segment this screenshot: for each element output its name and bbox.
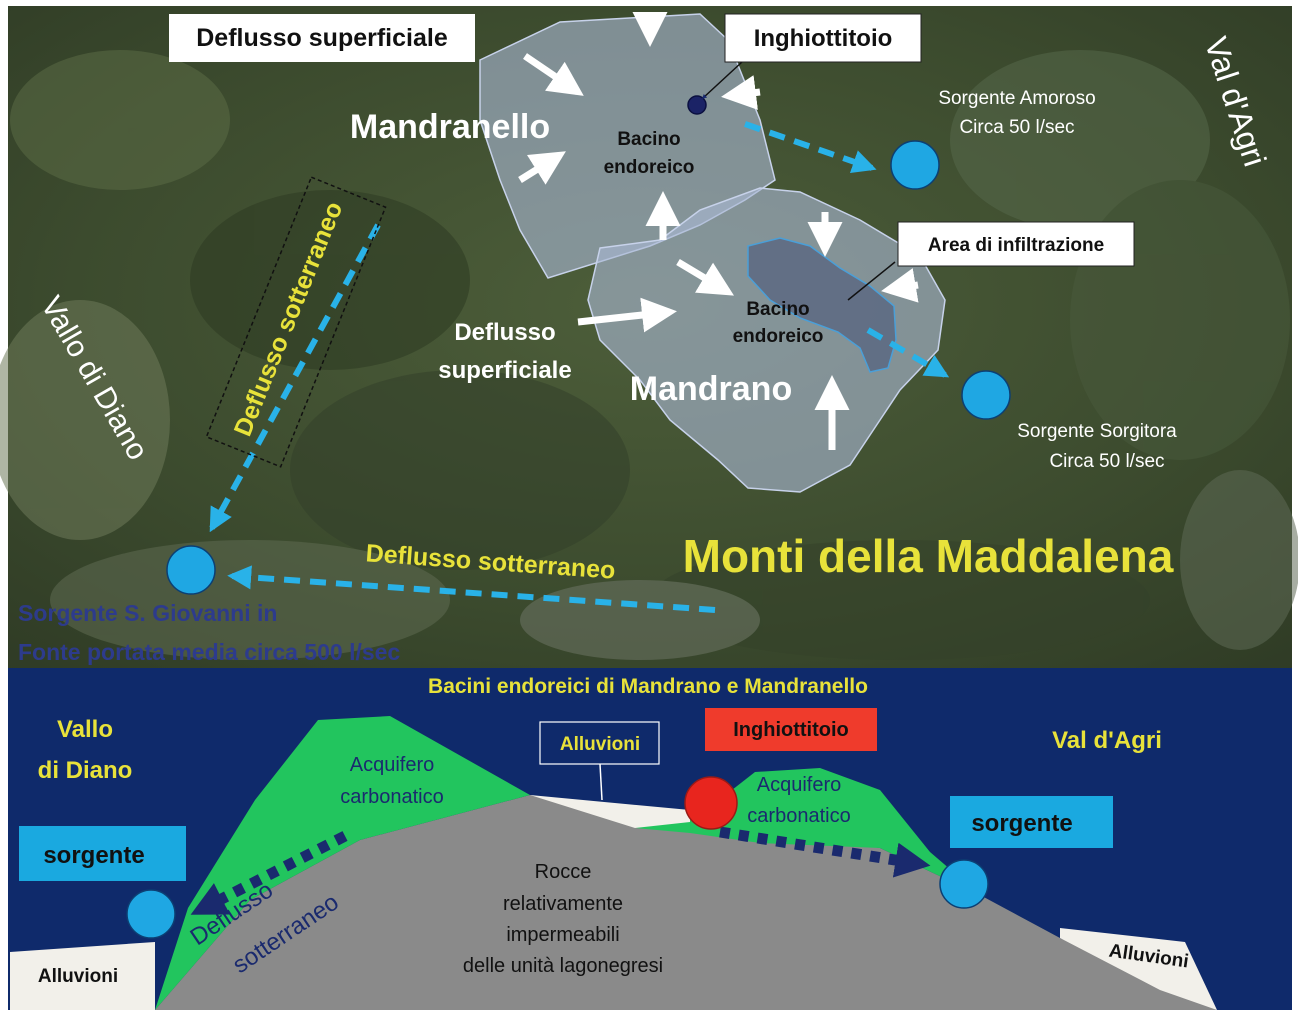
section-flow-left bbox=[190, 831, 348, 915]
spring-amoroso-label: Sorgente Amoroso bbox=[938, 88, 1095, 109]
monti-label: Monti della Maddalena bbox=[683, 530, 1174, 582]
alluvium-left bbox=[10, 942, 155, 1010]
alluvium-center bbox=[530, 795, 690, 828]
inghiottitoio-label: Inghiottitoio bbox=[733, 719, 849, 741]
runoff-arrow bbox=[518, 151, 566, 185]
sorgente-left-banner bbox=[19, 826, 186, 881]
surface-runoff-label-2: superficiale bbox=[438, 357, 571, 384]
section-vallo-line1: Vallo bbox=[57, 716, 113, 743]
underground-flow-arrows bbox=[209, 121, 950, 613]
alluvioni-box bbox=[539, 721, 660, 765]
section-flow-right bbox=[719, 826, 931, 878]
surface-runoff-label-1: Deflusso bbox=[454, 319, 555, 346]
aquifer-right-label-2: carbonatico bbox=[747, 805, 850, 827]
surface-runoff-arrows bbox=[518, 12, 919, 450]
alluvioni-pointer bbox=[599, 763, 603, 801]
rocks-label-3: impermeabili bbox=[506, 924, 619, 946]
impermeable-rock bbox=[155, 795, 1217, 1010]
terrain-texture bbox=[0, 50, 1298, 660]
spring-sorgitora-label: Sorgente Sorgitora bbox=[1017, 421, 1177, 442]
alluvium-right bbox=[1060, 928, 1217, 1010]
flow-arrow-diagonal bbox=[209, 223, 381, 533]
section-spring-right bbox=[939, 859, 989, 909]
map-panel: Deflusso superficiale Inghiottitoio Area… bbox=[0, 6, 1298, 668]
surface-runoff-box-label: Deflusso superficiale bbox=[196, 24, 448, 52]
sinkhole-dot bbox=[687, 95, 707, 115]
section-spring-left bbox=[126, 889, 176, 939]
section-title: Bacini endoreici di Mandrano e Mandranel… bbox=[428, 675, 868, 698]
aquifer-right-label-1: Acquifero bbox=[757, 774, 842, 796]
spring-amoroso bbox=[890, 140, 940, 190]
sorgente-right-banner bbox=[950, 796, 1113, 848]
inghiottitoio-banner bbox=[705, 708, 877, 751]
cross-section-panel: sorgente sorgente Inghiottitoio Alluvion… bbox=[8, 668, 1292, 1010]
spring-san-giovanni-label: Sorgente S. Giovanni in bbox=[18, 600, 277, 626]
infiltration-box-label: Area di infiltrazione bbox=[928, 235, 1104, 256]
mandrano-label: Mandrano bbox=[630, 370, 792, 408]
section-sinkhole bbox=[684, 776, 738, 830]
spring-sorgitora-flow: Circa 50 l/sec bbox=[1049, 451, 1164, 472]
spring-amoroso-flow: Circa 50 l/sec bbox=[959, 117, 1074, 138]
runoff-arrow bbox=[523, 53, 584, 96]
spring-san-giovanni-flow: Fonte portata media circa 500 l/sec bbox=[18, 639, 400, 665]
aquifer-left bbox=[155, 716, 530, 1010]
flow-arrow-horizontal bbox=[227, 565, 716, 613]
underground-label-frame bbox=[205, 176, 387, 468]
runoff-arrow bbox=[721, 75, 761, 110]
aquifer-left-label-1: Acquifero bbox=[350, 754, 435, 776]
section-flow-arrows bbox=[190, 826, 931, 915]
sorgente-right-label: sorgente bbox=[971, 810, 1072, 837]
sorgente-left-label: sorgente bbox=[43, 842, 144, 869]
runoff-arrow bbox=[881, 268, 919, 303]
runoff-arrow bbox=[577, 297, 677, 333]
spring-san-giovanni bbox=[166, 545, 216, 595]
section-vallo-line2: di Diano bbox=[38, 757, 133, 784]
sinkhole-box bbox=[724, 13, 922, 63]
sinkhole-box-label: Inghiottitoio bbox=[754, 25, 893, 52]
rocks-label-1: Rocce bbox=[535, 861, 592, 883]
spring-sorgitora bbox=[961, 370, 1011, 420]
infiltration-box bbox=[897, 221, 1135, 267]
surface-runoff-box bbox=[169, 14, 475, 62]
runoff-arrow bbox=[676, 258, 735, 296]
mandranello-label: Mandranello bbox=[350, 108, 550, 146]
alluvioni-left-label: Alluvioni bbox=[38, 966, 118, 987]
section-val-agri: Val d'Agri bbox=[1052, 727, 1162, 754]
aquifer-left-label-2: carbonatico bbox=[340, 786, 443, 808]
rocks-label-2: relativamente bbox=[503, 893, 623, 915]
flow-arrow-amoroso bbox=[744, 121, 877, 174]
rocks-label-4: delle unità lagonegresi bbox=[463, 955, 663, 977]
alluvioni-box-label: Alluvioni bbox=[560, 734, 640, 755]
flow-arrow-sorgitora bbox=[866, 327, 950, 378]
